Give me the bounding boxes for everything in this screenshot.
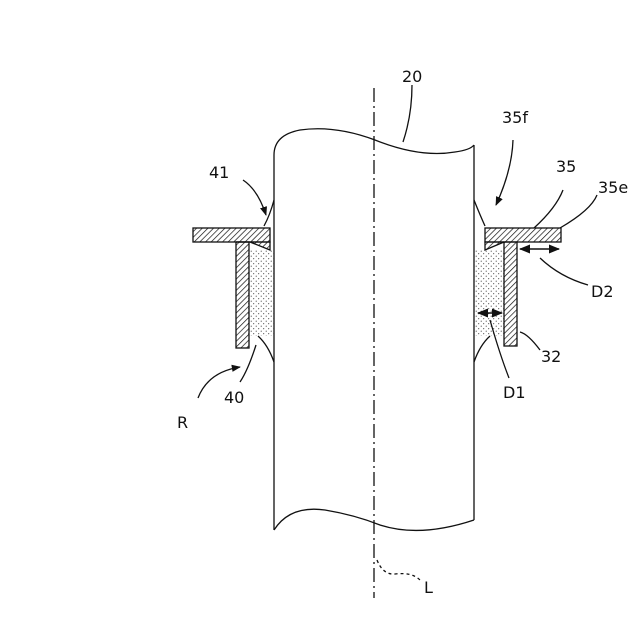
label-distance-d1: D1 [503, 383, 526, 402]
right-tube-wall [504, 242, 517, 346]
label-tube: 32 [541, 347, 561, 366]
label-flange: 35 [556, 157, 576, 176]
label-flange-tip: 35f [502, 108, 528, 127]
label-distance-d2: D2 [591, 282, 614, 301]
label-axis: L [424, 578, 433, 597]
left-tube-wall [236, 242, 249, 348]
right-flange [485, 228, 561, 242]
left-flange [193, 228, 270, 242]
label-shaft: 20 [402, 67, 422, 86]
right-assembly [474, 200, 561, 362]
label-flange-end: 35e [598, 178, 628, 197]
right-flange-ridge [485, 242, 504, 250]
left-adhesive [248, 250, 274, 336]
label-region: R [177, 413, 188, 432]
left-assembly [193, 200, 274, 362]
right-adhesive [474, 250, 504, 336]
label-fillet-left: 41 [209, 163, 229, 182]
label-adhesive: 40 [224, 388, 244, 407]
